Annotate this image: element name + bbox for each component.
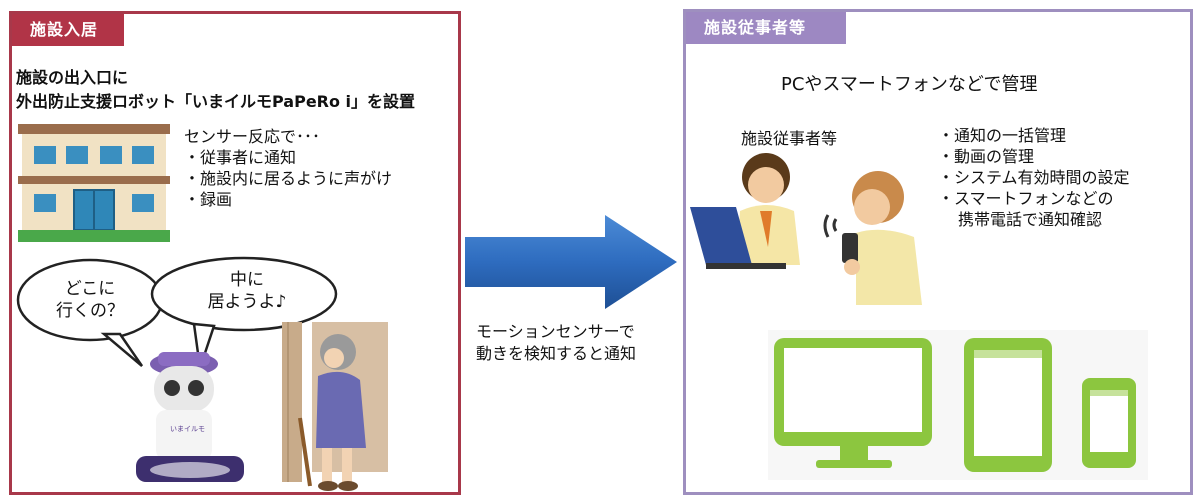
staff-laptop-icon bbox=[690, 153, 800, 269]
heading-line-1: 施設の出入口に bbox=[16, 68, 129, 87]
bubble-where: どこに 行くの？ bbox=[38, 278, 142, 322]
caption-line-2: 動きを検知すると通知 bbox=[476, 344, 637, 363]
feature-item: ・システム有効時間の設定 bbox=[938, 168, 1130, 187]
building-icon bbox=[18, 124, 170, 242]
robot-label: いまイルモ bbox=[170, 425, 205, 433]
staff-panel: 施設従事者等 PCやスマートフォンなどで管理 施設従事者等 ・通知の一括管理 ・… bbox=[683, 9, 1193, 495]
staff-tab: 施設従事者等 bbox=[686, 12, 846, 44]
tablet-icon bbox=[964, 338, 1052, 472]
arrow-caption: モーションセンサーで 動きを検知すると通知 bbox=[476, 321, 636, 365]
staff-label: 施設従事者等 bbox=[741, 129, 838, 148]
management-title: PCやスマートフォンなどで管理 bbox=[781, 74, 1038, 95]
devices-illustration bbox=[768, 330, 1148, 480]
resident-panel: 施設入居者 施設の出入口に 外出防止支援ロボット「いまイルモPaPeRo i」を… bbox=[9, 11, 461, 495]
sensor-item: ・施設内に居るように声がけ bbox=[184, 169, 393, 188]
staff-phone-icon bbox=[823, 171, 922, 305]
bubble-line: 居ようよ♪ bbox=[207, 292, 287, 312]
resident-tab: 施設入居者 bbox=[12, 14, 124, 71]
bubble-line: 行くの？ bbox=[56, 301, 124, 321]
smartphone-icon bbox=[1082, 378, 1136, 468]
sensor-actions: センサー反応で･･･ ・従事者に通知 ・施設内に居るように声がけ ・録画 bbox=[184, 126, 392, 210]
bubble-line: 中に bbox=[230, 270, 264, 290]
caption-line-1: モーションセンサーで bbox=[476, 322, 635, 341]
sensor-item: ・録画 bbox=[184, 190, 233, 209]
bubble-line: どこに bbox=[64, 279, 116, 299]
feature-item: ・通知の一括管理 bbox=[938, 126, 1067, 145]
sensor-intro: センサー反応で･･･ bbox=[184, 127, 321, 146]
feature-item: ・スマートフォンなどの bbox=[938, 189, 1114, 208]
sensor-item: ・従事者に通知 bbox=[184, 148, 297, 167]
robot-icon bbox=[136, 352, 244, 482]
heading-line-2: 外出防止支援ロボット「いまイルモPaPeRo i」を設置 bbox=[16, 92, 416, 111]
elderly-person-icon bbox=[282, 322, 388, 491]
arrow-icon bbox=[465, 215, 677, 309]
feature-item-sub: 携帯電話で通知確認 bbox=[958, 210, 1103, 229]
bubble-stay: 中に 居ようよ♪ bbox=[192, 269, 302, 313]
feature-list: ・通知の一括管理 ・動画の管理 ・システム有効時間の設定 ・スマートフォンなどの… bbox=[938, 125, 1130, 230]
feature-item: ・動画の管理 bbox=[938, 147, 1035, 166]
monitor-icon bbox=[774, 338, 932, 468]
